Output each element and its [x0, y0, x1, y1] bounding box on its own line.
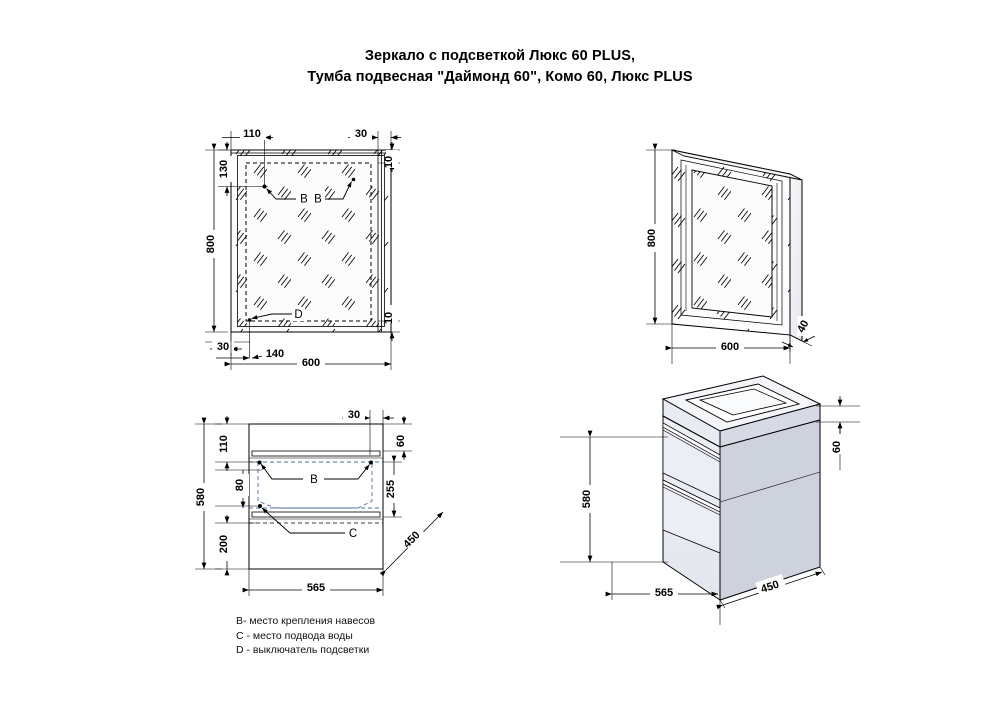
dim-30-bottom: 30 — [205, 332, 250, 356]
dim-text-450-iso: 450 — [759, 579, 780, 596]
dim-text-600-front: 600 — [302, 357, 320, 369]
cabinet-iso-right — [719, 419, 821, 601]
dim-60-cabinet-front: 60 — [383, 416, 412, 460]
page-title: Зеркало с подсветкой Люкс 60 PLUS, Тумба… — [0, 46, 1000, 88]
dim-text-80-cabinet: 80 — [234, 479, 246, 491]
dim-60-iso: 60 — [816, 396, 860, 470]
label-d: D — [294, 309, 302, 321]
legend-item-c: C - место подвода воды — [236, 629, 353, 642]
label-b-cabinet: B — [310, 474, 318, 486]
dim-110: 110 — [222, 128, 273, 187]
dim-800-front: 800 — [205, 143, 228, 333]
dim-text-200-cabinet: 200 — [218, 535, 230, 553]
dim-800-iso: 800 — [646, 143, 676, 325]
dim-140: 140 — [216, 320, 288, 361]
dim-text-800-iso: 800 — [646, 229, 658, 247]
dim-565-front: 565 — [242, 569, 384, 596]
cabinet-mount-left — [257, 460, 262, 465]
legend-item-d: D - выключатель подсветки — [236, 644, 370, 657]
mirror-iso-top — [671, 149, 803, 181]
dim-110-cabinet: 110 — [215, 416, 262, 471]
page-title-line-1: Зеркало с подсветкой Люкс 60 PLUS, — [364, 48, 636, 64]
dim-text-110-cabinet: 110 — [218, 435, 230, 453]
dim-130: 130 — [218, 142, 268, 196]
drawer-lower-handle — [662, 479, 721, 513]
dim-text-110: 110 — [243, 128, 261, 140]
mirror-frame — [230, 149, 392, 333]
dim-600-front: 600 — [224, 332, 392, 370]
dim-text-30-cabinet: 30 — [348, 409, 360, 421]
dim-text-565-iso: 565 — [655, 587, 673, 599]
dim-text-10-bottom: 10 — [383, 312, 395, 324]
view-cabinet-iso: 580 565 450 — [560, 375, 860, 625]
dim-40-iso: 40 — [781, 316, 816, 352]
page-title-line-2: Тумба подвесная "Даймонд 60", Комо 60, Л… — [307, 69, 693, 85]
dim-255-cabinet: 255 — [383, 455, 402, 518]
dim-30-top: 30 — [348, 128, 401, 150]
dim-450-cabinet-front: 450 — [379, 511, 444, 577]
dim-600-iso: 600 — [665, 324, 791, 364]
dim-text-255-cabinet: 255 — [385, 480, 397, 498]
dim-text-40-iso: 40 — [795, 318, 811, 334]
drawer-handle-upper — [251, 450, 381, 457]
view-mirror-iso: 800 600 40 — [646, 143, 816, 364]
legend-item-b: B- место крепления навесов — [236, 615, 376, 627]
drawer-upper-handle — [662, 422, 721, 460]
dim-text-60-cabinet-front: 60 — [395, 435, 407, 447]
dim-580-front: 580 — [195, 417, 222, 570]
dim-450-iso: 450 — [716, 566, 826, 610]
label-b-right: B — [314, 194, 322, 206]
dim-text-10-top: 10 — [383, 156, 395, 168]
dim-text-800-front: 800 — [205, 235, 217, 253]
dim-text-580-front: 580 — [195, 488, 207, 506]
mirror-iso-glass — [691, 169, 773, 318]
view-mirror-front: B B D 110 — [205, 128, 401, 370]
label-c-cabinet: C — [349, 528, 357, 540]
dim-text-30-top: 30 — [355, 128, 367, 140]
dim-text-580-iso: 580 — [581, 490, 593, 508]
view-cabinet-front: B C 30 110 — [195, 409, 444, 596]
dim-565-iso: 565 — [605, 562, 721, 625]
cabinet-mount-right — [369, 460, 373, 465]
dim-80-cabinet: 80 — [215, 469, 262, 508]
sink-outline — [257, 462, 373, 509]
dim-10-top: 10 — [378, 142, 400, 172]
dim-30-cabinet: 30 — [342, 409, 394, 455]
dim-text-140: 140 — [266, 348, 284, 360]
dim-text-600-iso: 600 — [721, 341, 739, 353]
label-b-left: B — [300, 194, 308, 206]
mirror-iso-side — [789, 173, 803, 342]
legend: B- место крепления навесов C - место под… — [236, 614, 375, 658]
cabinet-body — [248, 423, 384, 570]
mirror-glass-area — [245, 162, 372, 322]
dim-200-cabinet: 200 — [215, 515, 256, 576]
dim-text-565-front: 565 — [307, 582, 325, 594]
dim-text-130: 130 — [218, 160, 230, 178]
dim-text-60-iso: 60 — [831, 441, 843, 453]
dim-text-30-bottom: 30 — [217, 341, 229, 353]
dim-10-bottom: 10 — [378, 305, 400, 341]
dim-580-iso: 580 — [560, 430, 668, 563]
mount-point-right — [351, 177, 356, 182]
